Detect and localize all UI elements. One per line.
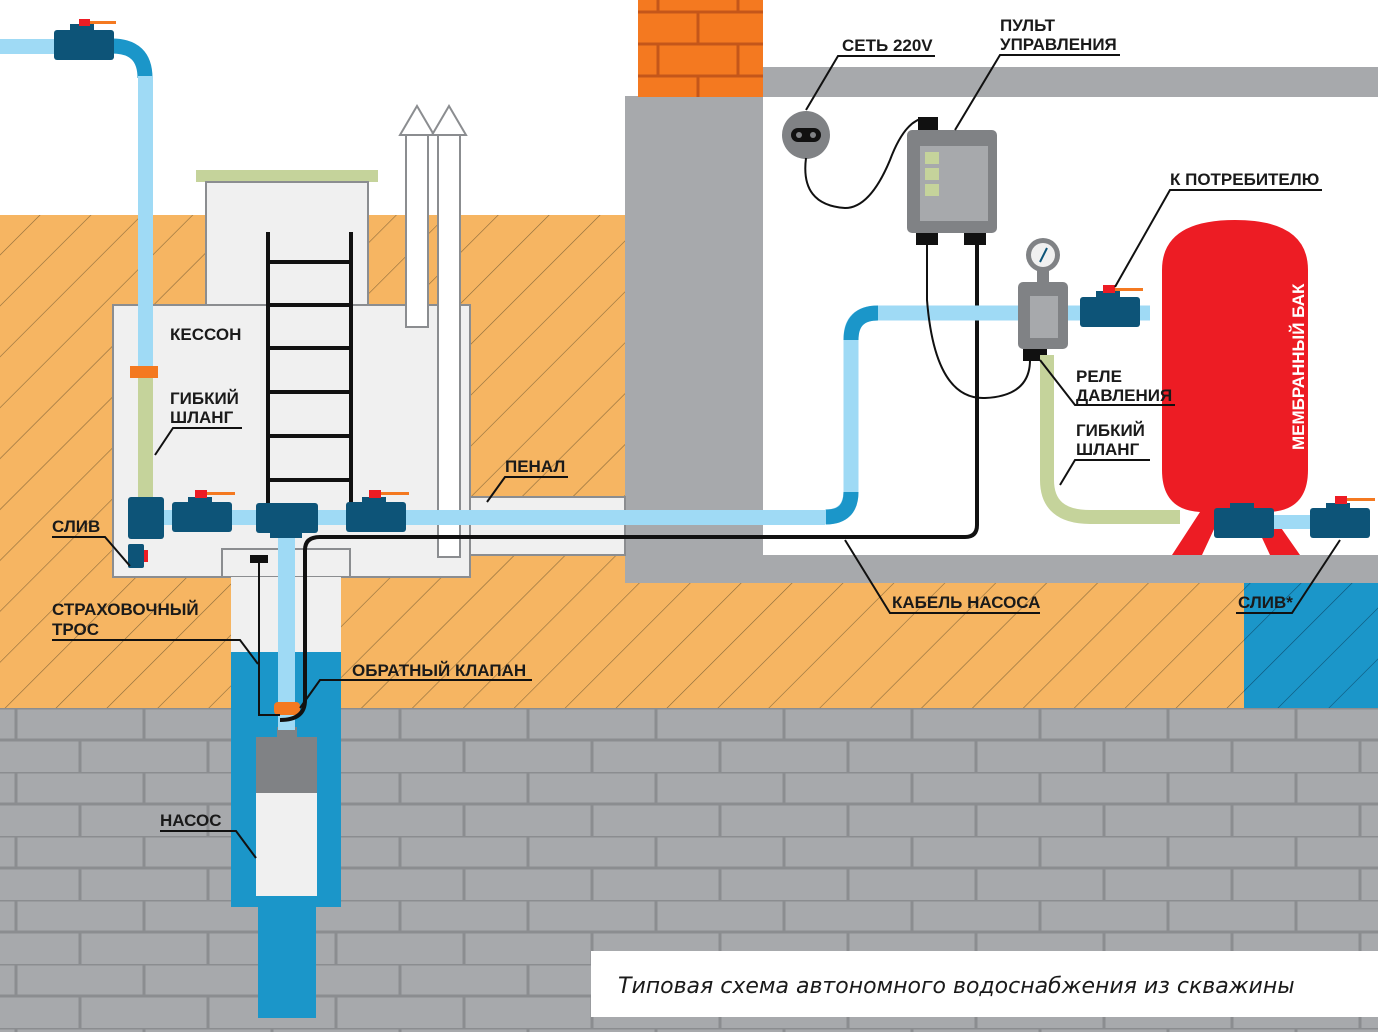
brick-chimney [638,0,763,97]
pipe-elbow-dark [825,491,859,525]
label-safety-rope-b: ТРОС [52,620,99,639]
power-cord [804,117,926,210]
membrane-tank [1162,220,1308,555]
label-drain-2: СЛИВ* [1238,593,1293,612]
label-flex-hose-1b: ШЛАНГ [170,408,234,427]
label-flex-hose-2a: ГИБКИЙ [1076,421,1145,440]
label-safety-rope-a: СТРАХОВОЧНЫЙ [52,600,199,619]
main-pipe [140,510,825,525]
flex-hose-caisson [138,378,153,498]
tee-center [256,503,318,538]
pipe-elbow-dark-2 [843,305,879,341]
leader-lines [52,54,1341,859]
hose-connector [130,366,158,378]
label-caisson: КЕССОН [170,325,241,344]
valve-consumer[interactable] [1080,285,1143,327]
label-pump: НАСОС [160,811,221,830]
caisson-neck [205,181,369,308]
label-drain-1: СЛИВ [52,517,100,536]
ladder [266,232,353,505]
submersible-pump [256,727,317,896]
caisson-lid [196,170,378,182]
inlet-pipe [0,39,60,54]
drain-valve-caisson[interactable] [128,544,148,568]
house-floor [762,555,1378,583]
foundation-wall [625,96,763,583]
valve-top-left[interactable] [54,19,116,60]
label-flex-hose-1a: ГИБКИЙ [170,389,239,408]
pump-cable [279,238,979,722]
vertical-pipe [138,76,153,366]
label-pump-cable: КАБЕЛЬ НАСОСА [892,593,1040,612]
valve-tank-drain[interactable] [1310,496,1375,538]
inlet-elbow [111,38,153,79]
valve-tank-1[interactable] [1214,503,1274,538]
tee-left [128,497,164,539]
relay-wire [926,245,1031,400]
vent-pipes [398,104,468,558]
casing-pipe [469,496,626,556]
riser-pipe [278,530,295,730]
label-mains: СЕТЬ 220V [842,36,933,55]
label-control-a: ПУЛЬТ [1000,16,1056,35]
caption-box [591,951,1378,1017]
label-pressure-a: РЕЛЕ [1076,367,1122,386]
control-panel [907,117,997,245]
label-check-valve: ОБРАТНЫЙ КЛАПАН [352,661,526,680]
label-control-b: УПРАВЛЕНИЯ [1000,35,1117,54]
label-to-consumer: К ПОТРЕБИТЕЛЮ [1170,170,1319,189]
power-socket [782,111,830,159]
safety-rope [250,555,280,716]
tank-label: МЕМБРАННЫЙ БАК [1289,283,1308,450]
label-pressure-b: ДАВЛЕНИЯ [1076,386,1172,405]
drain-pit [1244,583,1378,708]
label-flex-hose-2b: ШЛАНГ [1076,440,1140,459]
check-valve [274,702,300,715]
house-ceiling [762,67,1378,97]
label-casing: ПЕНАЛ [505,457,565,476]
flex-hose-tank [1040,355,1180,524]
pressure-relay [1018,238,1068,361]
valve-caisson-1[interactable] [172,490,235,532]
valve-caisson-2[interactable] [346,490,409,532]
caption-title: Типовая схема автономного водоснабжения … [618,974,1295,999]
